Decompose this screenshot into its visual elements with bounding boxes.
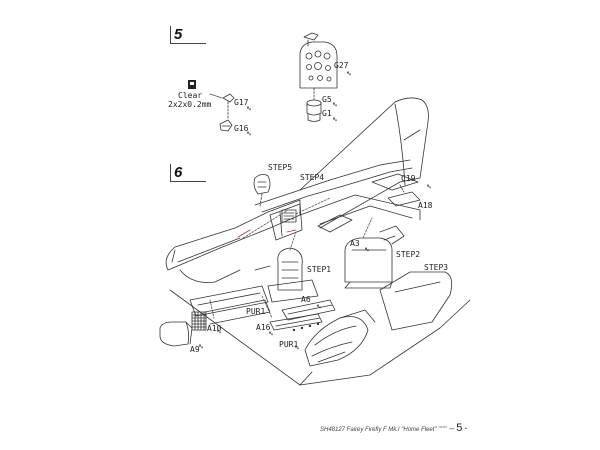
label-g27: G27 <box>334 61 349 70</box>
label-a16: A16 <box>256 323 271 332</box>
step-5-number: 5 <box>174 26 183 43</box>
label-c19: C19 <box>401 174 416 183</box>
glue-icon <box>333 102 337 107</box>
label-g17: G17 <box>234 98 249 107</box>
part-a9 <box>159 321 190 347</box>
label-pur1-lower: PUR1 <box>279 340 299 349</box>
forward-fuselage <box>165 199 301 271</box>
part-a18 <box>387 191 421 207</box>
part-c19 <box>371 173 419 191</box>
page-number: 5 <box>456 422 463 434</box>
clear-part-icon <box>188 80 196 89</box>
glue-icon <box>199 344 203 349</box>
glue-icon <box>333 117 337 122</box>
cockpit-side-panel <box>281 209 297 223</box>
lower-nose-radiator <box>304 309 376 367</box>
label-step3-ref: STEP3 <box>424 263 449 272</box>
label-a9: A9 <box>190 345 200 354</box>
page-footer: SH48127 Fairey Firefly F Mk.I "Home Flee… <box>320 422 467 434</box>
part-a16 <box>269 313 323 331</box>
label-clear: Clear <box>178 91 203 100</box>
glue-icon <box>365 247 369 252</box>
step-5-header: 5 <box>170 26 206 44</box>
part-a6 <box>281 299 336 321</box>
fuselage-spine <box>254 159 411 206</box>
part-a3-seat <box>344 225 405 289</box>
part-step1-assembly <box>267 247 319 303</box>
glue-icon <box>295 345 299 350</box>
label-g16: G16 <box>234 124 249 133</box>
glue-icon <box>247 131 251 136</box>
label-step4-ref: STEP4 <box>300 173 325 182</box>
label-clear-size: 2x2x0.2mm <box>168 100 212 109</box>
label-step1-ref: STEP1 <box>307 265 332 274</box>
part-step5-assembly <box>253 174 271 207</box>
glue-icon <box>217 329 221 334</box>
label-a18: A18 <box>418 201 433 210</box>
footer-text: SH48127 Fairey Firefly F Mk.I "Home Flee… <box>320 427 437 433</box>
label-a6: A6 <box>301 295 311 304</box>
footer-sub: www <box>438 424 448 429</box>
glue-icon <box>427 184 431 189</box>
instrument-panel-part <box>299 32 338 89</box>
label-pur1-upper: PUR1 <box>246 307 266 316</box>
label-a10: A10 <box>207 324 222 333</box>
glue-icon <box>317 304 321 309</box>
part-step3-panel <box>379 271 453 331</box>
control-stick-part <box>306 87 322 122</box>
step-6-header: 6 <box>170 164 206 182</box>
lower-hull <box>169 289 471 386</box>
glue-icon <box>269 331 273 336</box>
label-step5-ref: STEP5 <box>268 163 293 172</box>
label-step2-ref: STEP2 <box>396 250 421 259</box>
footer-trail: - <box>464 423 468 433</box>
cockpit-floor <box>189 285 269 317</box>
label-a3: A3 <box>350 239 360 248</box>
label-g5: G5 <box>322 95 332 104</box>
glue-icon <box>247 106 251 111</box>
tail-fin <box>299 97 429 229</box>
step-6-number: 6 <box>174 164 183 181</box>
footer-dash: – <box>449 423 455 433</box>
glue-icon <box>347 71 351 76</box>
part-a10-mesh <box>191 311 207 331</box>
label-g1: G1 <box>322 109 332 118</box>
compass-part <box>209 93 235 132</box>
